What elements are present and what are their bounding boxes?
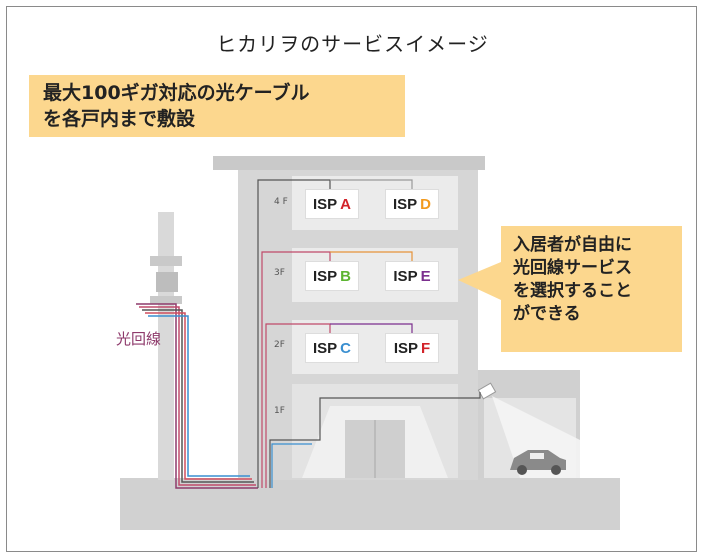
side-note-line-4: ができる [513, 304, 581, 324]
isp-prefix: ISP [312, 339, 338, 357]
car-icon [510, 450, 566, 475]
side-note-line-3: を選択すること [513, 281, 632, 301]
isp-prefix: ISP [393, 267, 418, 285]
ground [120, 478, 620, 530]
isp-letter: E [420, 267, 431, 285]
isp-letter: C [340, 339, 352, 357]
side-note-line-2: 光回線サービス [513, 258, 632, 278]
isp-prefix: ISP [312, 267, 338, 285]
headline-line-2: を各戸内まで敷設 [43, 108, 196, 130]
riser-lines [257, 179, 481, 488]
floor-label-2f: 2F [274, 340, 285, 350]
isp-prefix: ISP [393, 339, 418, 357]
isp-letter: B [340, 267, 352, 285]
isp-prefix: ISP [312, 195, 338, 213]
pole-box [156, 272, 178, 292]
roof [213, 156, 485, 170]
floor-label-4f: 4 F [274, 197, 288, 207]
headline-line-1: 最大100ギガ対応の光ケーブル [43, 82, 310, 104]
fiber-label: 光回線 [116, 330, 162, 348]
garage-light-icon [477, 382, 497, 400]
isp-letter: D [420, 195, 432, 213]
fiber-bundle [136, 303, 258, 489]
headline-callout: 最大100ギガ対応の光ケーブル を各戸内まで敷設 [29, 75, 405, 137]
side-note-callout: 入居者が自由に 光回線サービス を選択すること ができる [501, 226, 682, 352]
diagram-title: ヒカリヲのサービスイメージ [216, 32, 489, 56]
isp-letter: A [340, 195, 352, 213]
callout-pointer [458, 262, 501, 300]
isp-letter: F [421, 339, 431, 357]
floor-label-3f: 3F [274, 268, 285, 278]
floor-label-1f: 1F [274, 406, 285, 416]
isp-prefix: ISP [392, 195, 418, 213]
side-note-line-1: 入居者が自由に [513, 235, 632, 255]
